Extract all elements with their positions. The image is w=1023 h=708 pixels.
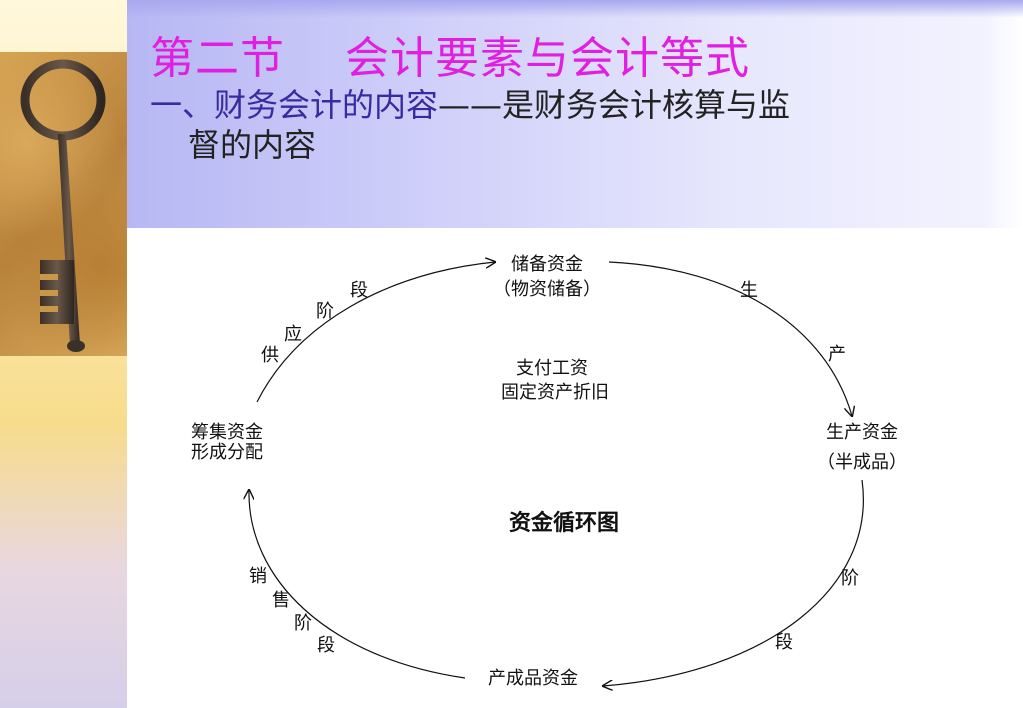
subtitle-rest-line1: ——是财务会计核算与监: [438, 86, 791, 124]
title-section: 第二节: [150, 33, 285, 84]
node-raising-line2: 形成分配: [191, 442, 263, 463]
subtitle-rest-line2: 督的内容: [188, 126, 317, 164]
stage-production-1: 生: [740, 280, 758, 301]
node-reserve-line1: 储备资金: [511, 254, 583, 275]
stage-sales-1: 销: [249, 566, 267, 587]
arc-production-finish: [603, 479, 864, 686]
key-photo: [0, 52, 127, 356]
stage-sales-3: 阶: [294, 613, 312, 634]
fund-cycle-diagram: 储备资金 （物资储备） 生产资金 （半成品） 产成品资金 筹集资金 形成分配 支…: [191, 254, 907, 708]
slide-subtitle: 一、财务会计的内容——是财务会计核算与监 督的内容: [150, 85, 950, 165]
arc-production: [608, 261, 852, 416]
stage-supply-4: 段: [350, 280, 368, 301]
stage-production-2: 产: [828, 344, 846, 365]
subtitle-lead: 一、财务会计的内容: [150, 86, 439, 124]
node-reserve-line2: （物资储备）: [493, 279, 601, 300]
stage-supply-2: 应: [284, 324, 302, 345]
stage-sales-2: 售: [272, 590, 290, 611]
node-production-line1: 生产资金: [826, 422, 898, 443]
center-note-line2: 固定资产折旧: [501, 382, 609, 403]
stage-supply-1: 供: [261, 345, 279, 366]
stage-production-4: 段: [775, 632, 793, 653]
node-raising-line1: 筹集资金: [191, 422, 263, 443]
center-note-line1: 支付工资: [516, 358, 588, 379]
stage-sales-4: 段: [317, 635, 335, 656]
title-topic: 会计要素与会计等式: [344, 33, 750, 84]
header-band: [127, 0, 1023, 228]
stage-production-3: 阶: [841, 568, 859, 589]
diagram-caption: 资金循环图: [509, 510, 619, 536]
node-production-line2: （半成品）: [817, 452, 907, 473]
arc-supply: [256, 262, 495, 403]
slide-title: 第二节 会计要素与会计等式: [150, 22, 750, 86]
stage-supply-3: 阶: [316, 301, 334, 322]
antique-key-icon: [20, 59, 106, 352]
arc-sales: [249, 490, 466, 679]
node-finished: 产成品资金: [488, 668, 578, 689]
